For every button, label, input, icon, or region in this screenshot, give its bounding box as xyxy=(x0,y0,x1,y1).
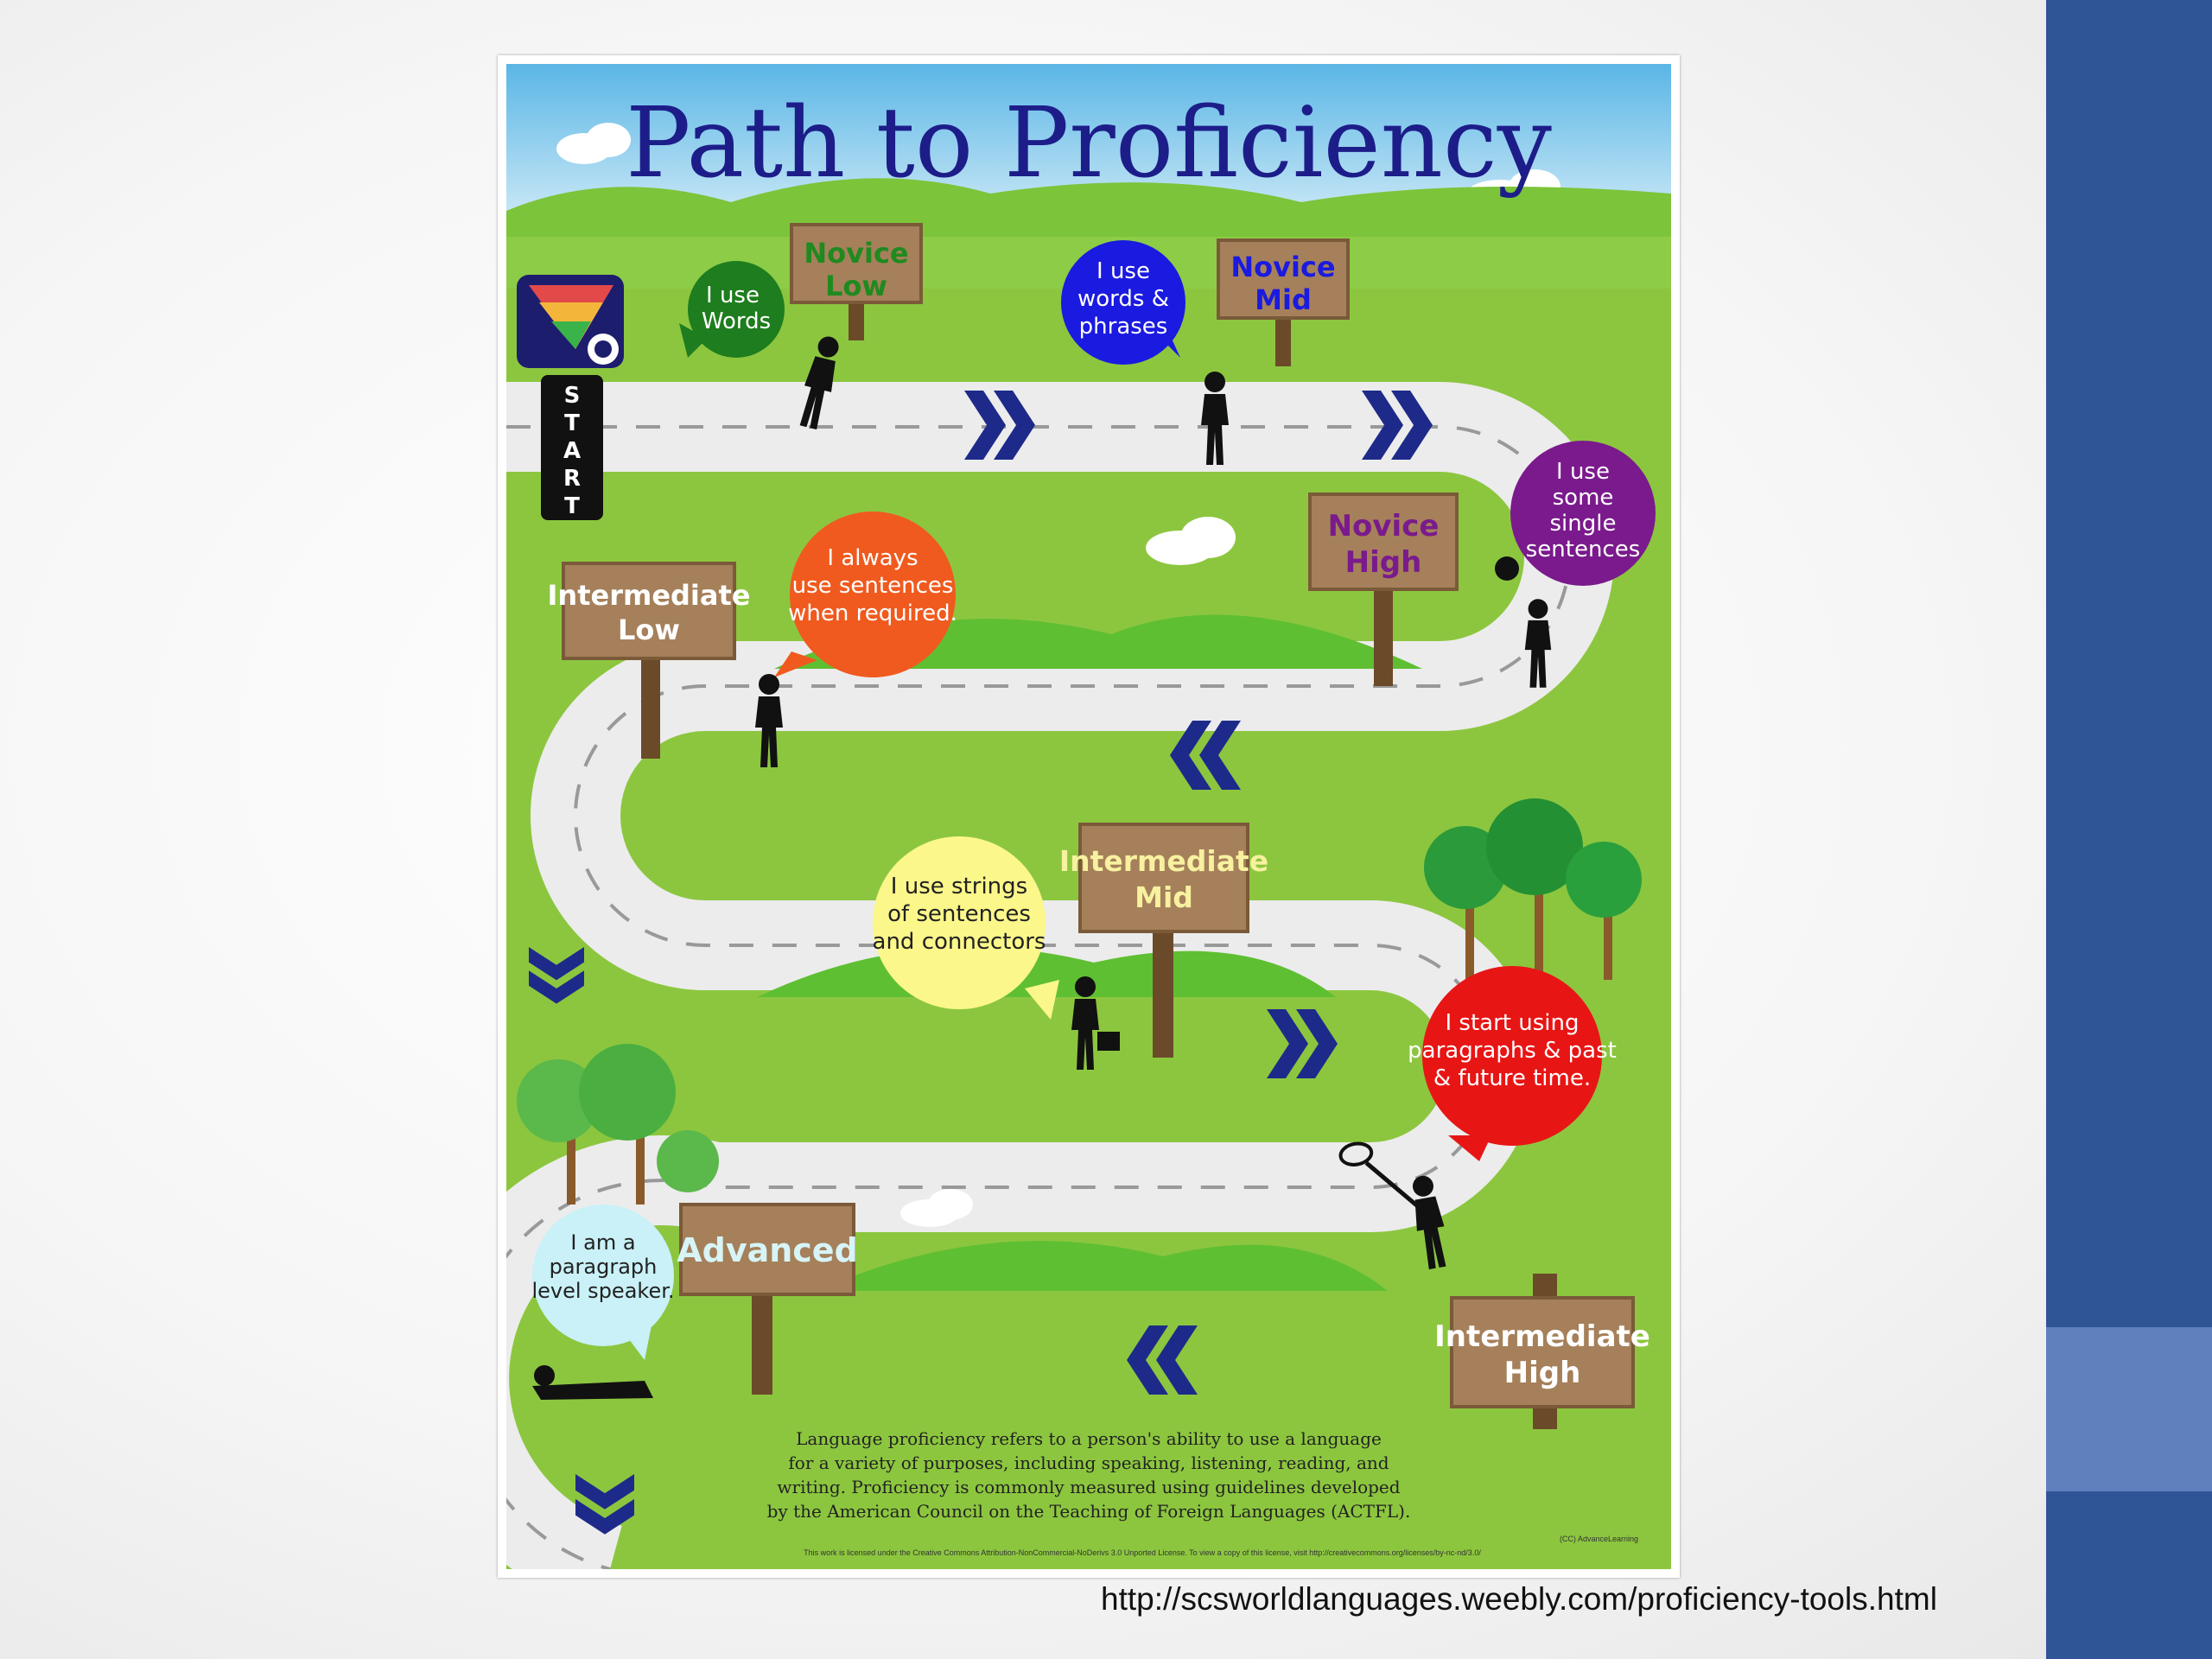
svg-text:Novice: Novice xyxy=(1230,251,1335,283)
svg-text:I am a: I am a xyxy=(570,1230,635,1255)
bubble-advanced: I am a paragraph level speaker. xyxy=(531,1205,675,1360)
svg-text:by the American Council on the: by the American Council on the Teaching … xyxy=(767,1501,1411,1522)
bubble-intermediate-high: I start using paragraphs & past & future… xyxy=(1408,966,1617,1161)
butterfly-catcher-icon xyxy=(1338,1141,1452,1271)
svg-text:use sentences: use sentences xyxy=(792,573,954,599)
bubble-intermediate-low: I always use sentences when required. xyxy=(774,512,957,677)
cloud-icon xyxy=(900,517,1236,1227)
svg-text:single: single xyxy=(1550,511,1617,537)
svg-text:& future time.: & future time. xyxy=(1433,1065,1591,1091)
businessperson-icon xyxy=(1071,976,1120,1070)
svg-text:level speaker.: level speaker. xyxy=(531,1279,674,1303)
license-note: This work is licensed under the Creative… xyxy=(804,1548,1481,1557)
svg-text:R: R xyxy=(563,466,581,492)
svg-text:writing. Proficiency is common: writing. Proficiency is commonly measure… xyxy=(777,1477,1400,1497)
svg-text:A: A xyxy=(563,438,581,464)
svg-text:when required.: when required. xyxy=(788,601,957,626)
svg-text:Language proficiency refers to: Language proficiency refers to a person'… xyxy=(796,1428,1382,1449)
thought-cloud-icon xyxy=(1495,556,1519,581)
bubble-novice-low: I use Words xyxy=(679,261,785,358)
svg-text:Intermediate: Intermediate xyxy=(1434,1319,1650,1354)
svg-text:I use: I use xyxy=(1556,459,1610,485)
svg-text:Mid: Mid xyxy=(1255,283,1312,316)
svg-text:S: S xyxy=(564,383,581,409)
svg-text:High: High xyxy=(1345,545,1422,580)
svg-text:Low: Low xyxy=(618,613,680,646)
resting-person-icon xyxy=(532,1365,653,1400)
sign-novice-low: Novice Low xyxy=(790,223,923,340)
description: Language proficiency refers to a person'… xyxy=(767,1428,1411,1522)
svg-text:Intermediate: Intermediate xyxy=(1059,844,1268,878)
svg-text:I always: I always xyxy=(827,545,918,571)
proficiency-logo-icon xyxy=(517,275,624,368)
svg-text:High: High xyxy=(1504,1356,1581,1390)
infographic-canvas: Path to Proficiency S T A R T xyxy=(506,64,1671,1569)
svg-text:Words: Words xyxy=(702,308,771,334)
bubble-intermediate-mid: I use strings of sentences and connector… xyxy=(873,836,1059,1020)
svg-text:Novice: Novice xyxy=(804,237,908,270)
svg-text:paragraphs & past: paragraphs & past xyxy=(1408,1038,1617,1064)
svg-text:paragraph: paragraph xyxy=(550,1255,658,1279)
slide-side-band-accent xyxy=(2046,1327,2212,1491)
source-url: http://scsworldlanguages.weebly.com/prof… xyxy=(1101,1581,1937,1617)
sign-intermediate-low: Intermediate Low xyxy=(548,562,751,759)
svg-text:for a variety of purposes, inc: for a variety of purposes, including spe… xyxy=(788,1452,1389,1473)
svg-text:and connectors: and connectors xyxy=(873,929,1046,955)
svg-text:of sentences: of sentences xyxy=(887,901,1031,927)
sign-advanced: Advanced xyxy=(677,1203,858,1395)
svg-text:Intermediate: Intermediate xyxy=(548,579,751,612)
bubble-novice-mid: I use words & phrases xyxy=(1061,240,1185,365)
svg-text:Novice: Novice xyxy=(1328,509,1440,543)
svg-text:I use: I use xyxy=(706,283,760,308)
svg-text:Advanced: Advanced xyxy=(677,1231,858,1269)
svg-text:I start using: I start using xyxy=(1446,1010,1580,1036)
svg-text:Low: Low xyxy=(825,270,887,302)
sign-intermediate-high: Intermediate High xyxy=(1434,1274,1650,1429)
copyright: (CC) AdvanceLearning xyxy=(1560,1535,1638,1543)
sign-intermediate-mid: Intermediate Mid xyxy=(1059,823,1268,1058)
start-marker: S T A R T xyxy=(541,375,603,520)
sign-novice-high: Novice High xyxy=(1308,493,1459,686)
svg-text:words &: words & xyxy=(1077,286,1169,312)
svg-text:I use strings: I use strings xyxy=(891,874,1027,899)
bubble-novice-high: I use some single sentences xyxy=(1510,441,1656,586)
svg-text:some: some xyxy=(1553,485,1614,511)
trees-icon xyxy=(1424,798,1642,980)
svg-text:T: T xyxy=(564,493,580,519)
sign-novice-mid: Novice Mid xyxy=(1217,238,1350,366)
infographic-poster: Path to Proficiency S T A R T xyxy=(498,55,1680,1578)
svg-text:Mid: Mid xyxy=(1135,880,1193,914)
svg-text:I use: I use xyxy=(1096,258,1150,284)
svg-text:sentences: sentences xyxy=(1526,537,1641,563)
hill xyxy=(817,1241,1388,1291)
svg-text:T: T xyxy=(564,410,580,436)
trees-icon xyxy=(517,1044,719,1205)
infographic-title: Path to Proficiency xyxy=(626,87,1552,200)
svg-text:phrases: phrases xyxy=(1079,314,1168,340)
